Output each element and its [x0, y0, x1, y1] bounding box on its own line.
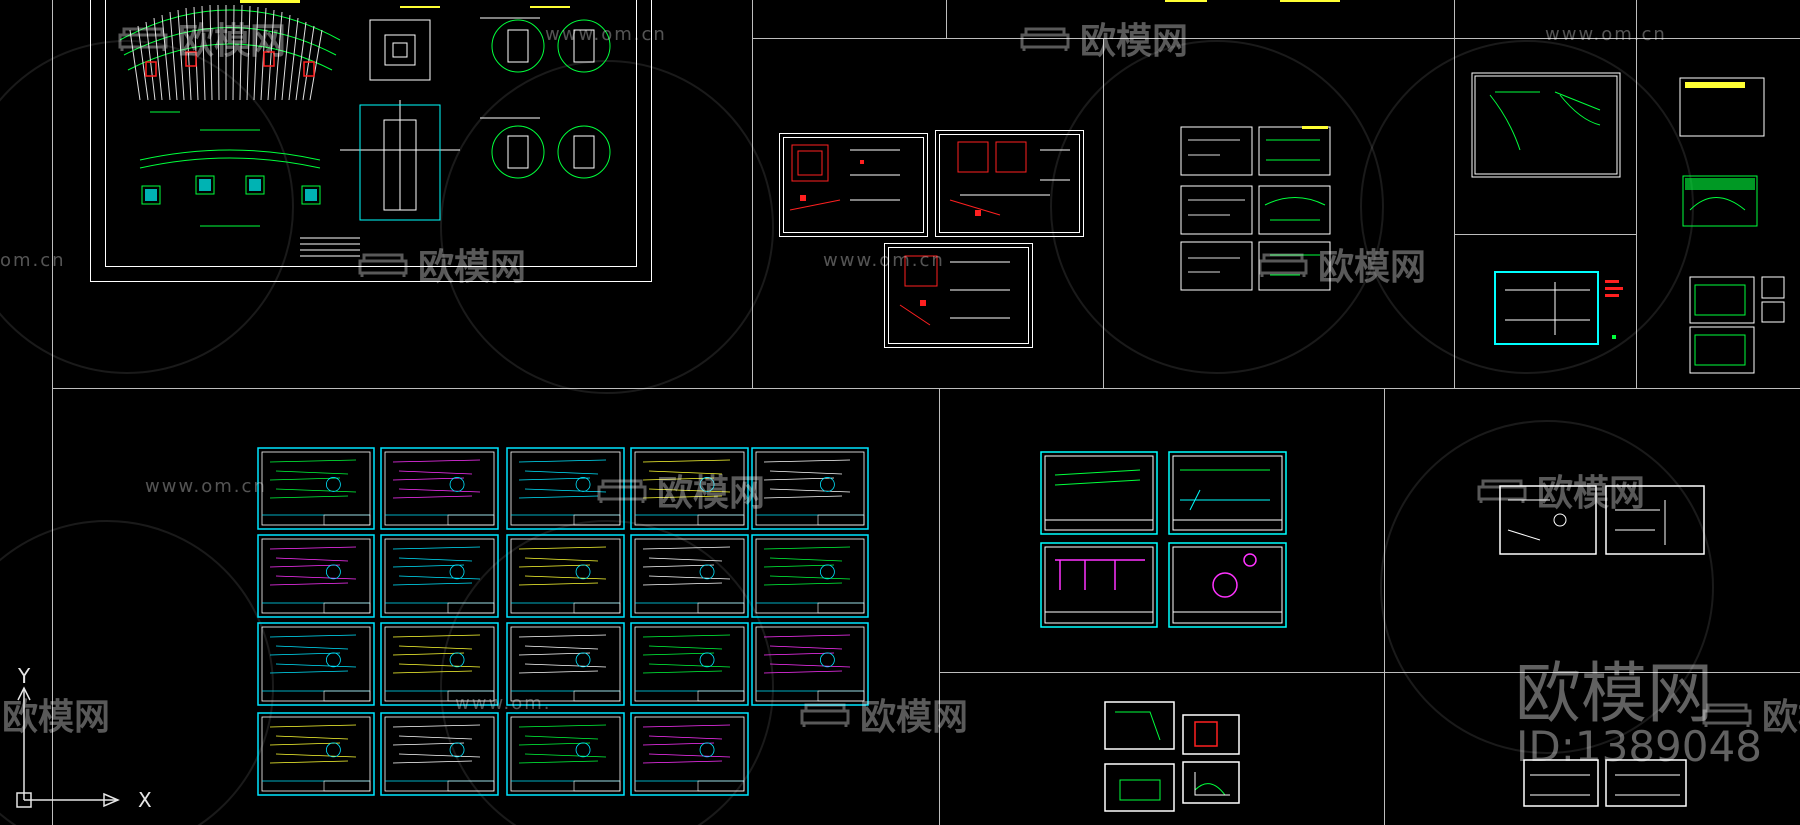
watermark-id-text: ID:1389048: [1516, 722, 1762, 771]
watermark-brand-logo: 欧模网: [356, 238, 526, 290]
divider-bottom-a: [939, 388, 940, 825]
watermark-site-text: www.om.cn: [145, 476, 267, 497]
ucs-x-label: X: [138, 788, 152, 812]
watermark-brand-logo: 欧模网: [1475, 464, 1645, 516]
watermark-big-brand: 欧模网: [1515, 655, 1713, 732]
divider-top-region: [52, 388, 1800, 389]
watermark-brand-logo: 欧模网: [798, 688, 968, 740]
drawing-sheet-cyan[interactable]: [380, 447, 499, 530]
sofa-logo-icon: [597, 479, 647, 503]
watermark-site-text: om.cn: [0, 250, 66, 271]
watermark-brand-logo: 欧模网: [1018, 12, 1188, 64]
sofa-logo-icon: [800, 703, 850, 727]
watermark-brand-text: 欧模网: [1762, 697, 1800, 738]
drawing-sheet-red-3[interactable]: [884, 243, 1033, 348]
watermark-brand-text: 欧模网: [1537, 473, 1646, 514]
watermark-brand-logo: 欧模网: [595, 464, 765, 516]
watermark-brand-text: 欧模网: [178, 21, 287, 62]
drawing-sheet-cyan[interactable]: [257, 712, 375, 796]
watermark-ring: [0, 520, 274, 825]
sofa-logo-icon: [118, 27, 168, 51]
watermark-site-text: www.om.cn: [545, 24, 667, 45]
drawing-sheet-red-1[interactable]: [779, 133, 928, 237]
watermark-site-text: www.om.: [455, 693, 552, 714]
watermark-site-text: www.om.cn: [1545, 24, 1667, 45]
divider-top-c: [946, 0, 947, 38]
watermark-brand-logo: 欧模网: [116, 12, 286, 64]
drawing-sheet-cyan[interactable]: [751, 447, 869, 530]
watermark-ring: [440, 520, 774, 825]
sofa-logo-icon: [1477, 479, 1527, 503]
sofa-logo-icon: [358, 253, 408, 277]
watermark-brand-logo: 欧模网: [0, 688, 110, 740]
drawing-sheet-cyan[interactable]: [257, 622, 375, 706]
watermark-brand-logo: 欧模网: [1256, 238, 1426, 290]
drawing-sheet-arc-fence[interactable]: [90, 0, 652, 282]
watermark-brand-text: 欧模网: [860, 697, 969, 738]
watermark-brand-text: 欧模网: [2, 697, 111, 738]
watermark-brand-text: 欧模网: [657, 473, 766, 514]
drawing-sheet-cyan[interactable]: [751, 534, 869, 618]
watermark-ring: [1360, 40, 1694, 374]
sofa-logo-icon: [1702, 703, 1752, 727]
watermark-site-text: www.om.cn: [823, 250, 945, 271]
watermark-ring: [1380, 420, 1714, 754]
divider-top-b: [752, 38, 1800, 39]
watermark-ring: [1050, 40, 1384, 374]
watermark-brand-text: 欧模网: [1318, 247, 1427, 288]
divider-left-margin: [52, 0, 53, 825]
ucs-y-label: Y: [18, 664, 31, 688]
drawing-sheet-cyan[interactable]: [257, 534, 375, 618]
drawing-sheet-red-2[interactable]: [935, 130, 1084, 237]
watermark-brand-text: 欧模网: [418, 247, 527, 288]
sofa-logo-icon: [1020, 27, 1070, 51]
divider-bottom-c: [939, 672, 1800, 673]
watermark-brand-text: 欧模网: [1080, 21, 1189, 62]
sofa-logo-icon: [1258, 253, 1308, 277]
watermark-brand-logo: 欧模网: [1700, 688, 1800, 740]
drawing-sheet-cyan[interactable]: [257, 447, 375, 530]
